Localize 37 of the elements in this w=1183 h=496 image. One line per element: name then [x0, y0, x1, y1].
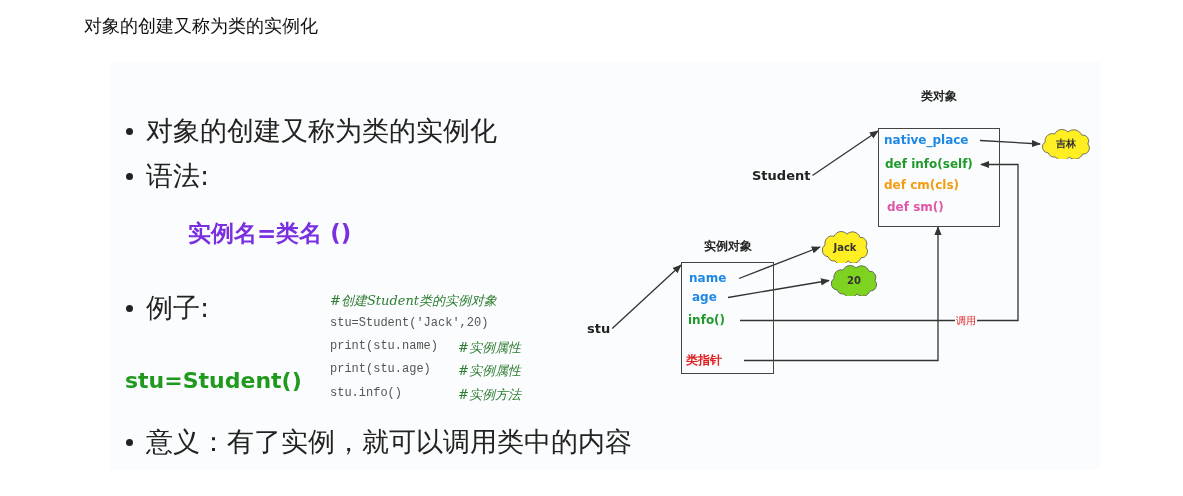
field-text: def info(self)	[885, 157, 979, 172]
arrow	[811, 130, 879, 177]
code-line: stu=Student('Jack',20)	[330, 316, 489, 330]
field-text: age	[692, 290, 726, 305]
class-label: Student	[752, 168, 811, 183]
bullet-text: 语法:	[146, 159, 210, 193]
code-comment: #实例属性	[458, 339, 521, 357]
code-comment: #实例方法	[458, 386, 521, 404]
code-comment: #创建Student类的实例对象	[330, 292, 497, 310]
arrow	[743, 226, 942, 362]
code-line: print(stu.age)	[330, 362, 431, 376]
syntax-text: 实例名=类名 ()	[188, 219, 352, 248]
bullet-text: 例子:	[146, 291, 210, 325]
box-heading: 类对象	[920, 88, 958, 105]
field-text: native_place	[884, 133, 978, 148]
cloud-shape: 20	[829, 265, 879, 296]
field-text: name	[689, 271, 737, 286]
arrow	[738, 246, 821, 280]
cloud-shape: 吉林	[1040, 129, 1092, 159]
bullet-text: 对象的创建又称为类的实例化	[146, 114, 497, 148]
arrow	[611, 264, 682, 330]
code-line: print(stu.name)	[330, 339, 439, 353]
box-heading: 实例对象	[702, 238, 753, 255]
cloud-shape: Jack	[820, 231, 870, 263]
code-comment: #实例属性	[458, 362, 521, 380]
arrow	[727, 278, 830, 299]
bullet-text: 意义：有了实例，就可以调用类中的内容	[146, 425, 632, 459]
variable-label: stu	[587, 321, 611, 336]
field-text: 类指针	[686, 353, 742, 368]
field-text: info()	[688, 313, 738, 328]
field-text: def cm(cls)	[884, 178, 960, 193]
syntax-text: stu=Student()	[125, 368, 302, 393]
field-text: def sm()	[887, 200, 944, 215]
arrow	[979, 139, 1041, 148]
arrow	[739, 160, 1019, 322]
page-title: 对象的创建又称为类的实例化	[84, 14, 318, 38]
code-line: stu.info()	[330, 386, 402, 400]
